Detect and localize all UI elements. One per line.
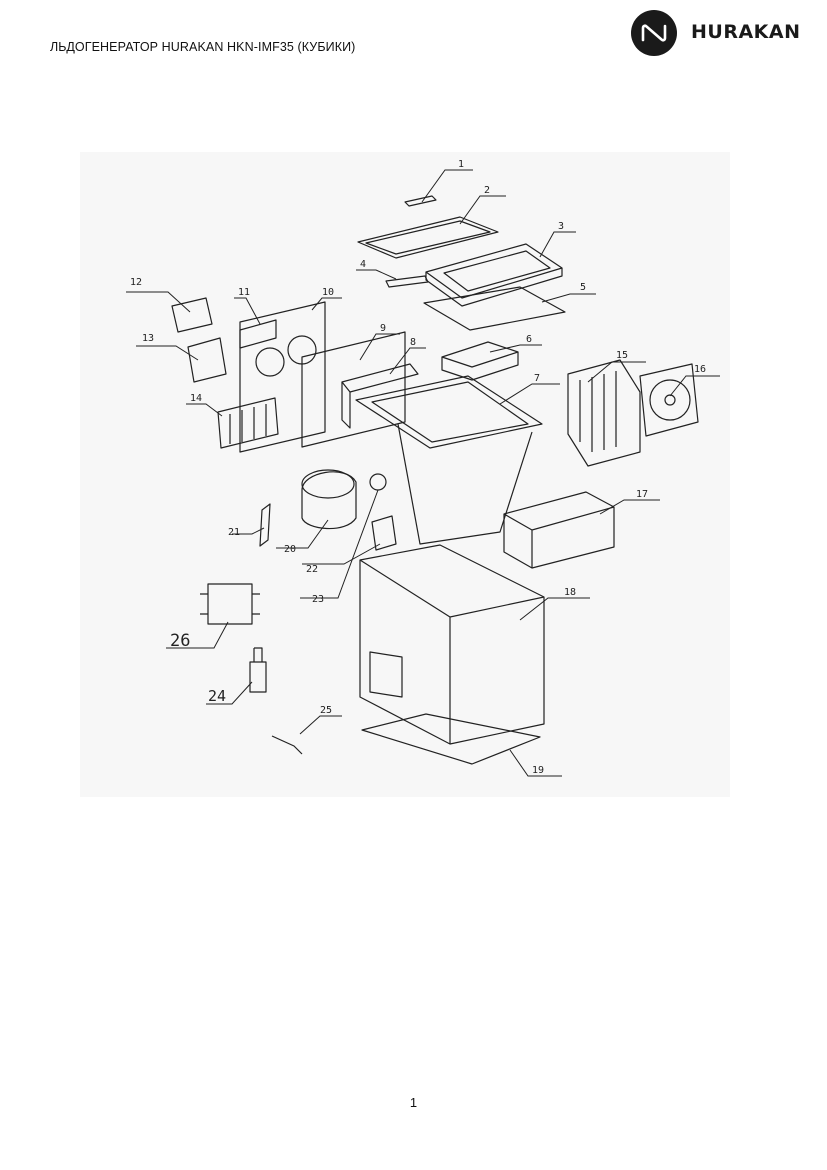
part-20 xyxy=(301,471,357,530)
logo-mark-icon xyxy=(631,10,677,56)
part-21 xyxy=(259,503,271,547)
part-13 xyxy=(187,337,227,383)
part-7 xyxy=(355,375,543,449)
part-10 xyxy=(239,301,326,453)
part-22 xyxy=(371,515,397,551)
callout-3: 3 xyxy=(558,221,564,232)
exploded-parts-diagram: 1 2 3 4 5 6 7 8 9 10 11 12 13 14 15 16 1… xyxy=(80,152,730,797)
callout-20: 20 xyxy=(284,544,296,555)
part-14 xyxy=(217,397,279,449)
callout-18: 18 xyxy=(564,587,576,598)
callout-19: 19 xyxy=(532,765,544,776)
callout-16: 16 xyxy=(694,364,706,375)
callout-24: 24 xyxy=(208,687,226,705)
callout-13: 13 xyxy=(142,333,154,344)
part-18 xyxy=(359,544,545,745)
logo-text: HURAKAN xyxy=(691,21,801,43)
callout-12: 12 xyxy=(130,277,142,288)
callout-2: 2 xyxy=(484,185,490,196)
callout-10: 10 xyxy=(322,287,334,298)
part-11 xyxy=(239,319,277,349)
part-2 xyxy=(357,216,499,259)
page-number: 1 xyxy=(409,1095,418,1110)
callout-26: 26 xyxy=(170,631,190,651)
callout-1: 1 xyxy=(458,159,464,170)
part-26 xyxy=(207,583,253,625)
callout-17: 17 xyxy=(636,489,648,500)
brand-logo: HURAKAN xyxy=(631,10,801,56)
callout-25: 25 xyxy=(320,705,332,716)
callout-15: 15 xyxy=(616,350,628,361)
part-19 xyxy=(361,713,541,765)
callout-8: 8 xyxy=(410,337,416,348)
callout-22: 22 xyxy=(306,564,318,575)
part-8 xyxy=(341,363,419,393)
callout-5: 5 xyxy=(580,282,586,293)
part-17 xyxy=(503,491,615,569)
part-1 xyxy=(404,195,437,207)
callout-4: 4 xyxy=(360,259,366,270)
part-25 xyxy=(271,735,303,755)
callout-6: 6 xyxy=(526,334,532,345)
part-9 xyxy=(301,331,406,448)
callout-21: 21 xyxy=(228,527,240,538)
callout-7: 7 xyxy=(534,373,540,384)
part-15 xyxy=(567,359,641,467)
part-24 xyxy=(249,661,267,693)
callout-23: 23 xyxy=(312,594,324,605)
callout-11: 11 xyxy=(238,287,250,298)
document-title: ЛЬДОГЕНЕРАТОР HURAKAN HKN-IMF35 (КУБИКИ) xyxy=(50,40,356,54)
part-12 xyxy=(171,297,213,333)
part-16 xyxy=(639,363,699,437)
part-5 xyxy=(423,286,566,331)
callout-9: 9 xyxy=(380,323,386,334)
part-4 xyxy=(385,275,429,288)
callout-14: 14 xyxy=(190,393,202,404)
